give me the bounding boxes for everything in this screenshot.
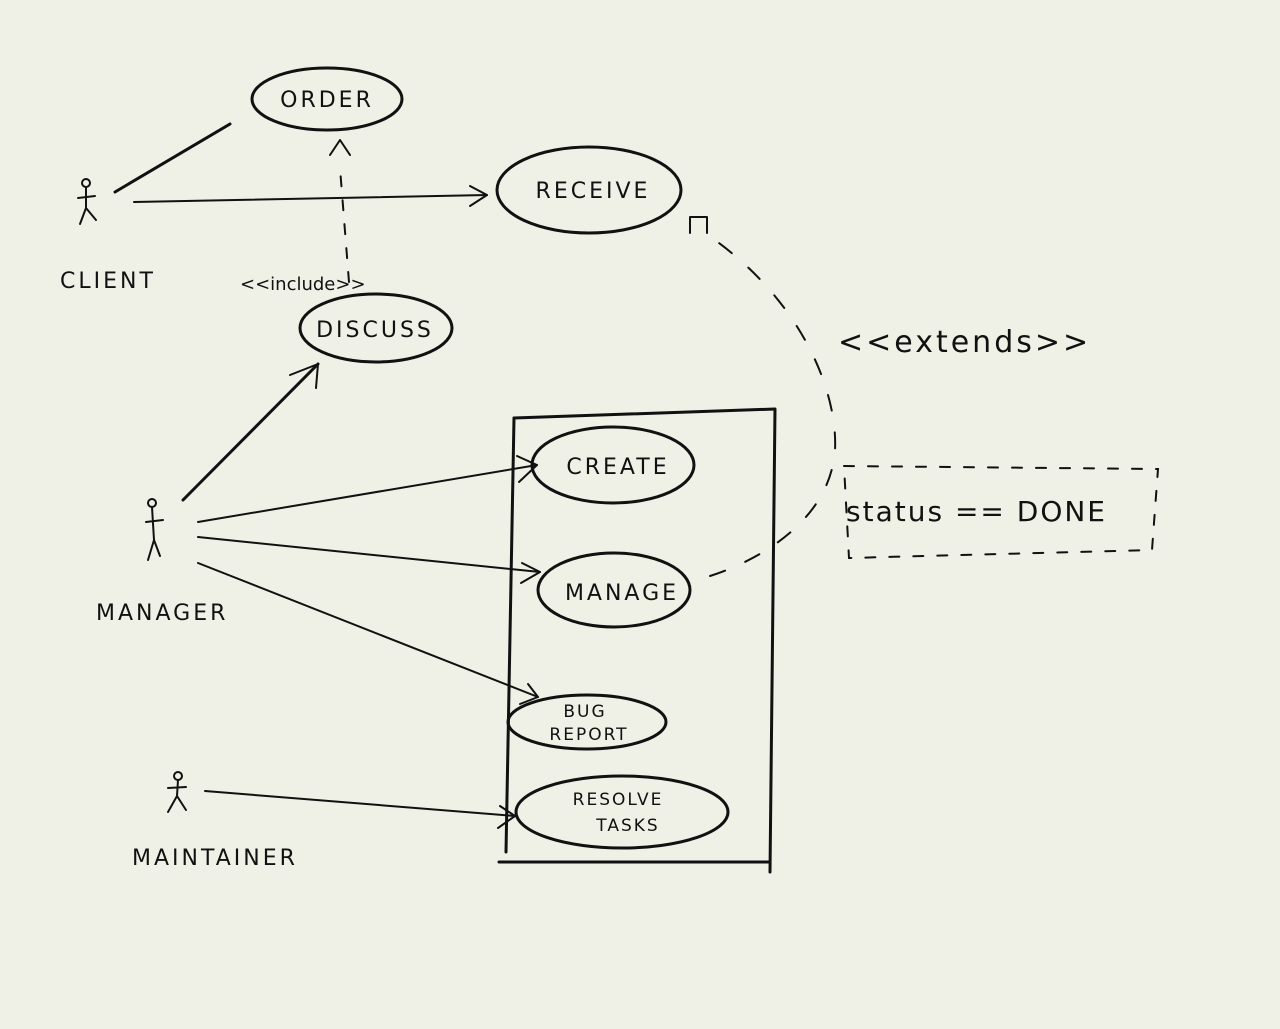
guard-condition-label: status == DONE <box>846 495 1107 528</box>
use-case-receive-label: RECEIVE <box>536 179 651 204</box>
extends-stereotype-label: <<extends>> <box>838 325 1091 360</box>
use-case-bug-report-label-line1: BUG <box>563 702 606 722</box>
include-stereotype-label: <<include>> <box>240 274 366 295</box>
use-case-manage-label: MANAGE <box>565 581 679 606</box>
use-case-create-label: CREATE <box>566 455 669 480</box>
use-case-resolve-tasks: RESOLVE TASKS <box>514 774 730 850</box>
use-case-discuss: DISCUSS <box>298 292 454 364</box>
association-client-order <box>113 122 232 194</box>
use-case-order: ORDER <box>250 66 404 132</box>
association-client-receive <box>133 185 488 207</box>
system-boundary <box>497 407 777 874</box>
guard-condition-note: status == DONE <box>842 464 1160 560</box>
use-case-resolve-tasks-label-line1: RESOLVE <box>573 790 664 810</box>
association-manager-manage <box>197 536 541 584</box>
actor-client-figure-icon <box>77 178 97 225</box>
use-case-order-label: ORDER <box>280 88 374 113</box>
association-maintainer-resolve-tasks <box>204 790 516 829</box>
use-case-create: CREATE <box>530 425 696 505</box>
actor-manager-figure-icon <box>145 498 164 561</box>
actor-manager: MANAGER <box>96 498 228 626</box>
association-manager-discuss <box>181 362 320 502</box>
extends-relation: <<extends>> <box>689 216 1091 577</box>
use-case-bug-report: BUG REPORT <box>506 693 668 751</box>
actor-client: CLIENT <box>60 178 156 294</box>
use-case-manage: MANAGE <box>536 551 692 629</box>
actor-maintainer-figure-icon <box>167 771 187 813</box>
use-case-receive: RECEIVE <box>495 145 683 235</box>
actor-maintainer: MAINTAINER <box>132 771 298 871</box>
actor-client-label: CLIENT <box>60 269 156 294</box>
actor-manager-label: MANAGER <box>96 601 228 626</box>
include-relation: <<include>> <box>240 139 366 295</box>
association-manager-create <box>197 455 538 523</box>
use-case-resolve-tasks-label-line2: TASKS <box>595 816 659 836</box>
use-case-discuss-label: DISCUSS <box>316 318 434 343</box>
association-manager-bug-report <box>197 562 539 705</box>
actor-maintainer-label: MAINTAINER <box>132 846 298 871</box>
use-case-bug-report-label-line2: REPORT <box>549 725 628 745</box>
